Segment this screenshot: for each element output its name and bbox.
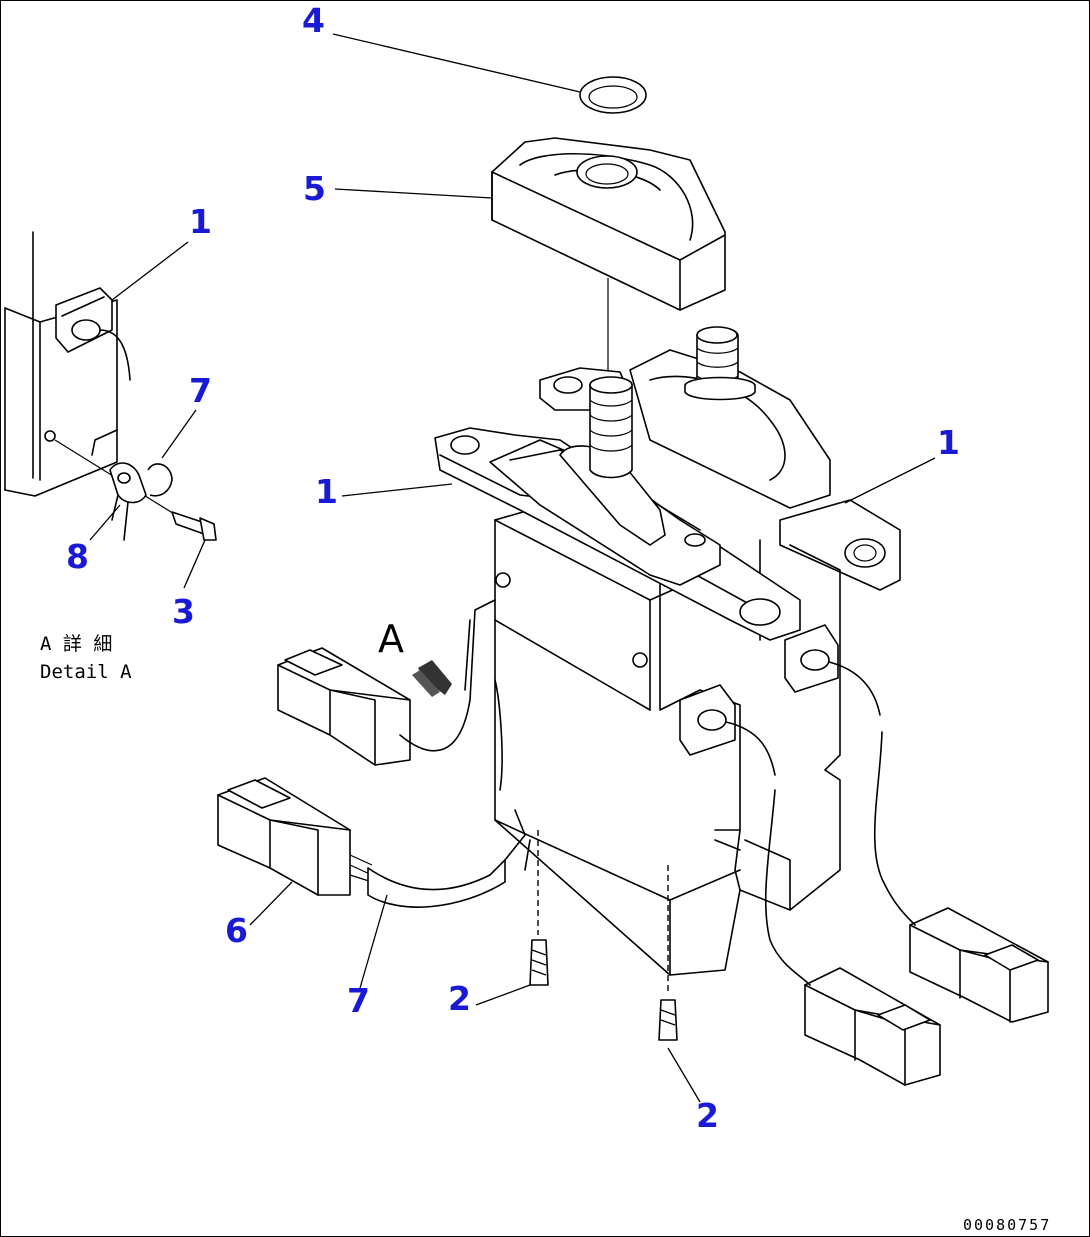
callout-2-left: 2 [448,979,471,1018]
callout-3: 3 [172,592,195,631]
bolt-left [529,830,549,986]
connector-top-left [277,599,496,766]
callout-1-left: 1 [315,472,338,511]
bolt-right [658,865,678,1041]
callout-2-right: 2 [696,1096,719,1135]
connector-right-1 [764,789,941,1086]
main-lever-assembly [434,376,881,976]
callout-4: 4 [302,1,325,40]
view-arrow-label: A [378,617,404,661]
connector-harness-lower [217,777,531,908]
callout-7-harness: 7 [347,981,370,1020]
callout-1-right: 1 [937,423,960,462]
detail-a-view [4,231,217,541]
detail-label-jp: A 詳 細 [40,633,112,655]
connector-right-2 [873,731,1049,1023]
detail-label-en: Detail A [40,661,132,683]
leader-lines [89,33,936,1103]
boot-cover [491,137,726,380]
document-number: 00080757 [963,1216,1051,1234]
callout-5: 5 [303,169,326,208]
o-ring [579,76,647,114]
callout-8: 8 [66,537,89,576]
callout-1-detail: 1 [189,202,212,241]
callout-7-detail: 7 [189,371,212,410]
rear-lever-assembly [539,326,901,911]
view-arrow-a [412,660,452,697]
callout-labels: 4 5 1 7 8 3 1 1 6 7 2 2 [66,1,960,1135]
callout-6: 6 [225,911,248,950]
